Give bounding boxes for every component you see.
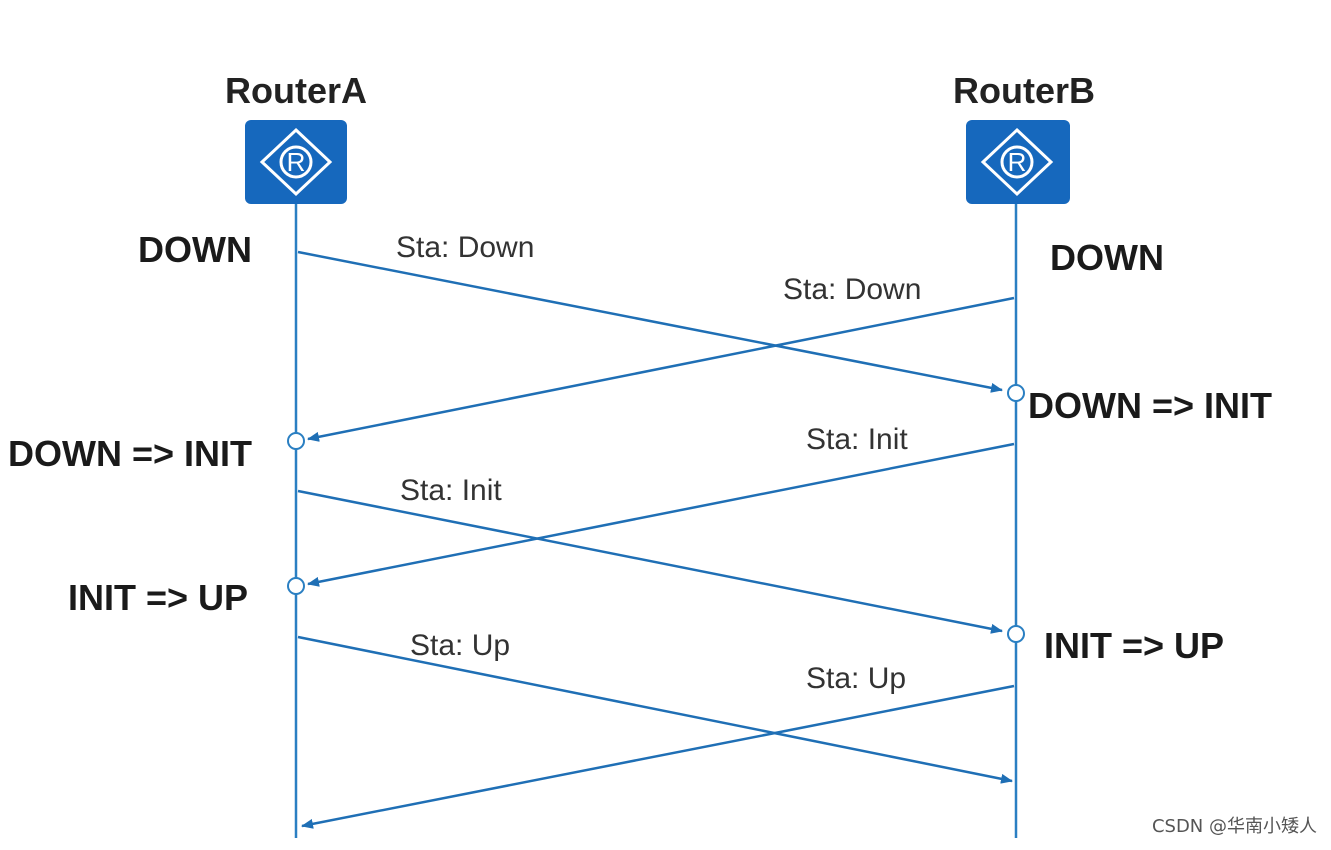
state-a-init-up: INIT => UP <box>68 577 248 618</box>
router-a-title: RouterA <box>225 70 367 111</box>
event-circle-b-down-init <box>1007 384 1025 402</box>
router-b-icon: R <box>966 120 1070 204</box>
arrow-b-to-a-down <box>307 296 1015 442</box>
state-b-down-init: DOWN => INIT <box>1028 385 1272 426</box>
label-b-to-a-init: Sta: Init <box>806 423 908 456</box>
state-b-init-up: INIT => UP <box>1044 625 1224 666</box>
watermark: CSDN @华南小矮人 <box>1151 816 1317 837</box>
router-b-icon-letter: R <box>1008 147 1027 177</box>
state-a-down-init: DOWN => INIT <box>8 433 252 474</box>
label-a-to-b-up: Sta: Up <box>410 629 510 662</box>
router-b-title: RouterB <box>953 70 1095 111</box>
label-a-to-b-init: Sta: Init <box>400 474 502 507</box>
label-a-to-b-down: Sta: Down <box>396 231 534 264</box>
router-a-icon: R <box>245 120 347 204</box>
arrow-a-to-b-init <box>297 489 1003 634</box>
label-b-to-a-down: Sta: Down <box>783 273 921 306</box>
arrow-b-to-a-init <box>307 442 1015 587</box>
event-circle-b-init-up <box>1007 625 1025 643</box>
event-circle-a-init-up <box>287 577 305 595</box>
label-b-to-a-up: Sta: Up <box>806 662 906 695</box>
state-a-initial: DOWN <box>138 229 252 270</box>
arrow-a-to-b-up <box>297 635 1013 784</box>
arrow-b-to-a-up <box>301 684 1015 829</box>
event-circle-a-down-init <box>287 432 305 450</box>
arrow-a-to-b-down <box>297 250 1003 393</box>
state-b-initial: DOWN <box>1050 237 1164 278</box>
router-a-icon-letter: R <box>287 147 306 177</box>
